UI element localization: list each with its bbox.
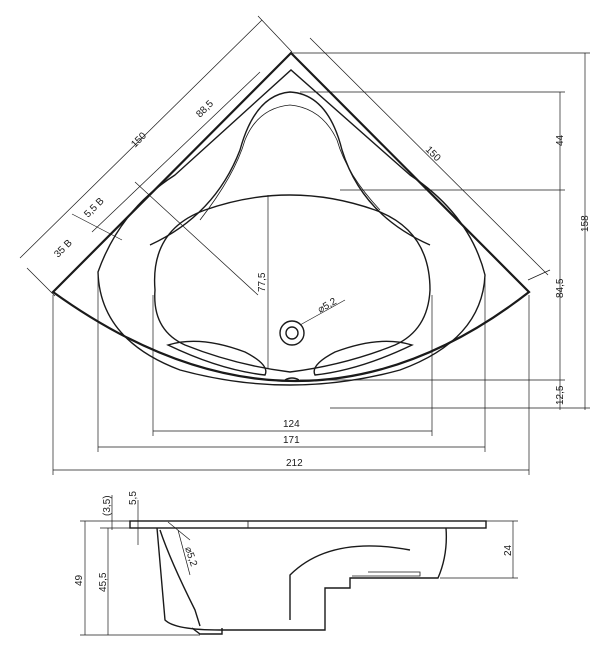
vertical-dimensions: [267, 52, 590, 410]
corner-seat: [149, 91, 431, 246]
side-step: [352, 571, 421, 577]
armrest-left: [166, 340, 267, 376]
corner-seat-inner: [199, 104, 381, 221]
overflow-mark: [284, 377, 300, 381]
dim-rim-width: 5,5 B: [82, 196, 107, 221]
basin-diagonal-leader: [134, 181, 259, 296]
dim-drain-diameter: ⌀5,2: [316, 296, 339, 316]
dim-width-rim: 171: [283, 435, 300, 446]
side-rim: [129, 520, 487, 529]
dim-basin-depth: 77,5: [257, 272, 268, 292]
dim-side-right: 150: [423, 144, 443, 164]
side-dimensions: [80, 495, 518, 636]
basin-outline: [153, 194, 431, 373]
dim-corner-depth: 35 B: [52, 238, 75, 261]
dim-right-height: 24: [503, 544, 514, 556]
dim-rim-thickness: 5,5: [128, 491, 139, 505]
rim-outline: [97, 69, 486, 386]
armrest-right: [313, 340, 414, 376]
dim-inner-height: 45,5: [98, 572, 109, 592]
drain-leader: [299, 299, 346, 326]
drain-outer: [279, 320, 305, 346]
drain-inner: [285, 326, 299, 340]
outer-shell: [51, 51, 531, 383]
side-drain: [191, 627, 223, 635]
dim-side-drain-diameter: ⌀5,2: [182, 546, 199, 569]
dim-height-overall: 158: [580, 215, 591, 232]
dim-width-overall: 212: [286, 458, 303, 469]
dim-total-height: 49: [74, 574, 85, 586]
dim-height-top-seat: 44: [555, 134, 566, 146]
top-view: 212 171 124 158 44 84,5 12,5 77,5: [19, 15, 591, 475]
dim-rim-gap: (3,5): [102, 495, 113, 516]
dim-height-basin: 84,5: [555, 278, 566, 298]
diagonal-dimensions: [19, 15, 551, 297]
side-view: 49 45,5 (3,5) 5,5 24 ⌀5,2: [74, 491, 518, 636]
horizontal-dimensions: [52, 275, 530, 475]
dim-height-bottom: 12,5: [555, 385, 566, 405]
side-inner-wall: [159, 529, 201, 627]
side-seat-curve: [289, 545, 411, 620]
dim-width-basin: 124: [283, 419, 300, 430]
side-body: [156, 527, 448, 631]
